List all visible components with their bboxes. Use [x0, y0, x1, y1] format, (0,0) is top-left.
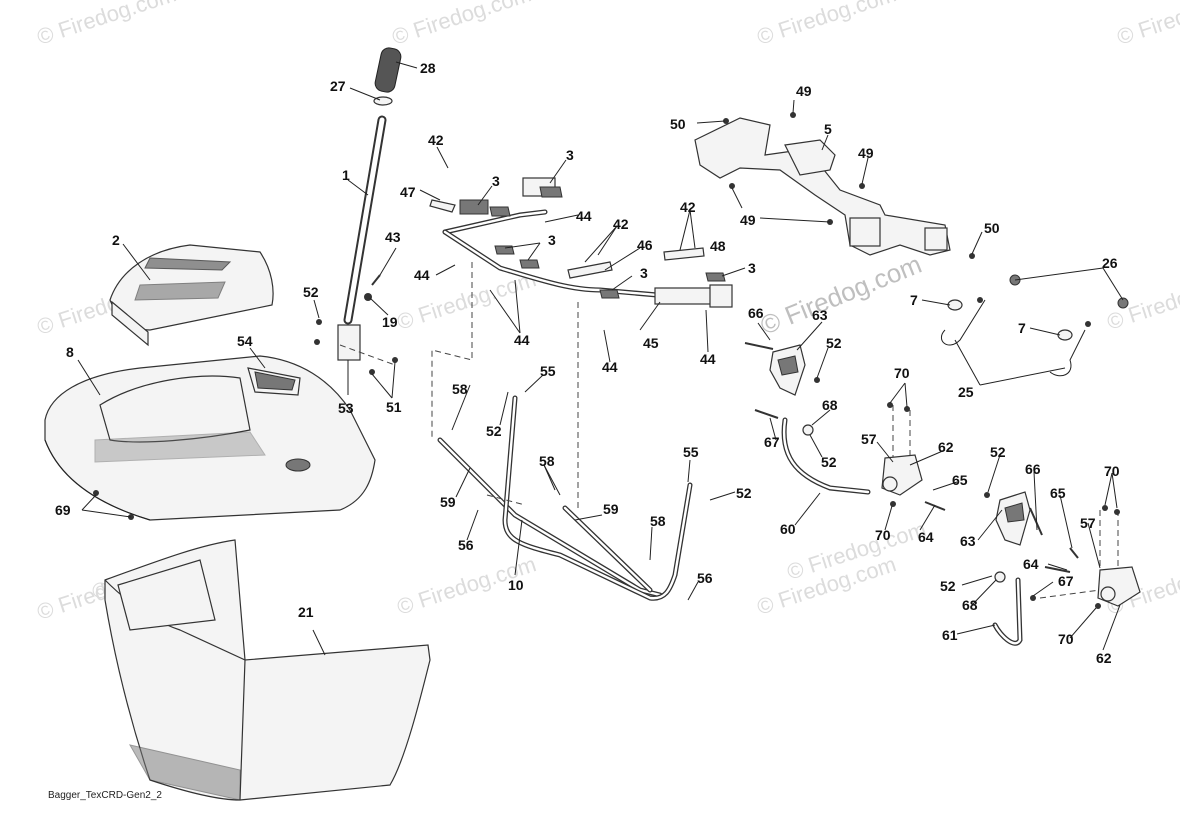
callout-55: 55	[540, 363, 556, 379]
callout-49: 49	[740, 212, 756, 228]
grass-bag	[104, 539, 431, 801]
bag-top-cover	[44, 355, 376, 521]
callout-labels: 1 2 3 3 3 3 3 5 7 7 8 10 19 21 25 26 27 …	[55, 60, 1120, 666]
spring-clips	[940, 274, 1129, 377]
callout-66: 66	[1025, 461, 1041, 477]
bag-cover-lid	[109, 244, 274, 347]
callout-65: 65	[1050, 485, 1066, 501]
mounting-bracket	[694, 112, 975, 259]
callout-52: 52	[826, 335, 842, 351]
latch-arm-right	[984, 491, 1141, 646]
callout-10: 10	[508, 577, 524, 593]
callout-66: 66	[748, 305, 764, 321]
watermark-main: © Firedog.com	[756, 249, 926, 341]
callout-43: 43	[385, 229, 401, 245]
callout-52: 52	[736, 485, 752, 501]
callout-57: 57	[1080, 515, 1096, 531]
frame-lower-rods	[437, 395, 693, 601]
callout-70: 70	[875, 527, 891, 543]
callout-56: 56	[697, 570, 713, 586]
callout-47: 47	[400, 184, 416, 200]
callout-8: 8	[66, 344, 74, 360]
leader-lines	[77, 61, 1124, 656]
callout-58: 58	[650, 513, 666, 529]
callout-58: 58	[539, 453, 555, 469]
watermark: © Firedog.com	[754, 0, 899, 50]
watermark: © Firedog.com	[389, 0, 534, 50]
callout-1: 1	[342, 167, 350, 183]
callout-42: 42	[428, 132, 444, 148]
callout-21: 21	[298, 604, 314, 620]
callout-61: 61	[942, 627, 958, 643]
callout-56: 56	[458, 537, 474, 553]
bag-handle	[247, 367, 301, 396]
callout-57: 57	[861, 431, 877, 447]
callout-62: 62	[938, 439, 954, 455]
callout-70: 70	[1104, 463, 1120, 479]
callout-63: 63	[812, 307, 828, 323]
callout-64: 64	[918, 529, 934, 545]
callout-3: 3	[748, 260, 756, 276]
callout-51: 51	[386, 399, 402, 415]
callout-53: 53	[338, 400, 354, 416]
callout-54: 54	[237, 333, 253, 349]
callout-67: 67	[1058, 573, 1074, 589]
callout-26: 26	[1102, 255, 1118, 271]
frame-brackets	[429, 186, 726, 299]
callout-52: 52	[303, 284, 319, 300]
callout-55: 55	[683, 444, 699, 460]
callout-49: 49	[796, 83, 812, 99]
callout-7: 7	[910, 292, 918, 308]
latch-arm-left	[744, 342, 946, 511]
watermark: © Firedog.com	[1104, 266, 1180, 334]
callout-49: 49	[858, 145, 874, 161]
callout-67: 67	[764, 434, 780, 450]
callout-27: 27	[330, 78, 346, 94]
handle-tube	[337, 47, 402, 361]
callout-59: 59	[440, 494, 456, 510]
callout-3: 3	[566, 147, 574, 163]
callout-65: 65	[952, 472, 968, 488]
diagram-reference-label: Bagger_TexCRD-Gen2_2	[48, 790, 162, 801]
callout-48: 48	[710, 238, 726, 254]
callout-5: 5	[824, 121, 832, 137]
callout-28: 28	[420, 60, 436, 76]
callout-45: 45	[643, 335, 659, 351]
callout-42: 42	[680, 199, 696, 215]
callout-70: 70	[1058, 631, 1074, 647]
callout-46: 46	[637, 237, 653, 253]
callout-44: 44	[576, 208, 592, 224]
callout-68: 68	[822, 397, 838, 413]
callout-3: 3	[640, 265, 648, 281]
callout-68: 68	[962, 597, 978, 613]
callout-3: 3	[548, 232, 556, 248]
callout-69: 69	[55, 502, 71, 518]
callout-58: 58	[452, 381, 468, 397]
callout-2: 2	[112, 232, 120, 248]
callout-52: 52	[486, 423, 502, 439]
callout-50: 50	[984, 220, 1000, 236]
callout-62: 62	[1096, 650, 1112, 666]
callout-64: 64	[1023, 556, 1039, 572]
callout-19: 19	[382, 314, 398, 330]
callout-44: 44	[700, 351, 716, 367]
callout-7: 7	[1018, 320, 1026, 336]
callout-44: 44	[414, 267, 430, 283]
callout-63: 63	[960, 533, 976, 549]
callout-25: 25	[958, 384, 974, 400]
callout-42: 42	[613, 216, 629, 232]
watermark: © Firedog.com	[34, 0, 179, 50]
callout-70: 70	[894, 365, 910, 381]
callout-59: 59	[603, 501, 619, 517]
callout-52: 52	[990, 444, 1006, 460]
callout-3: 3	[492, 173, 500, 189]
callout-44: 44	[514, 332, 530, 348]
callout-52: 52	[940, 578, 956, 594]
callout-50: 50	[670, 116, 686, 132]
callout-52: 52	[821, 454, 837, 470]
watermark: © Firedog.com	[1114, 0, 1180, 50]
callout-44: 44	[602, 359, 618, 375]
callout-60: 60	[780, 521, 796, 537]
